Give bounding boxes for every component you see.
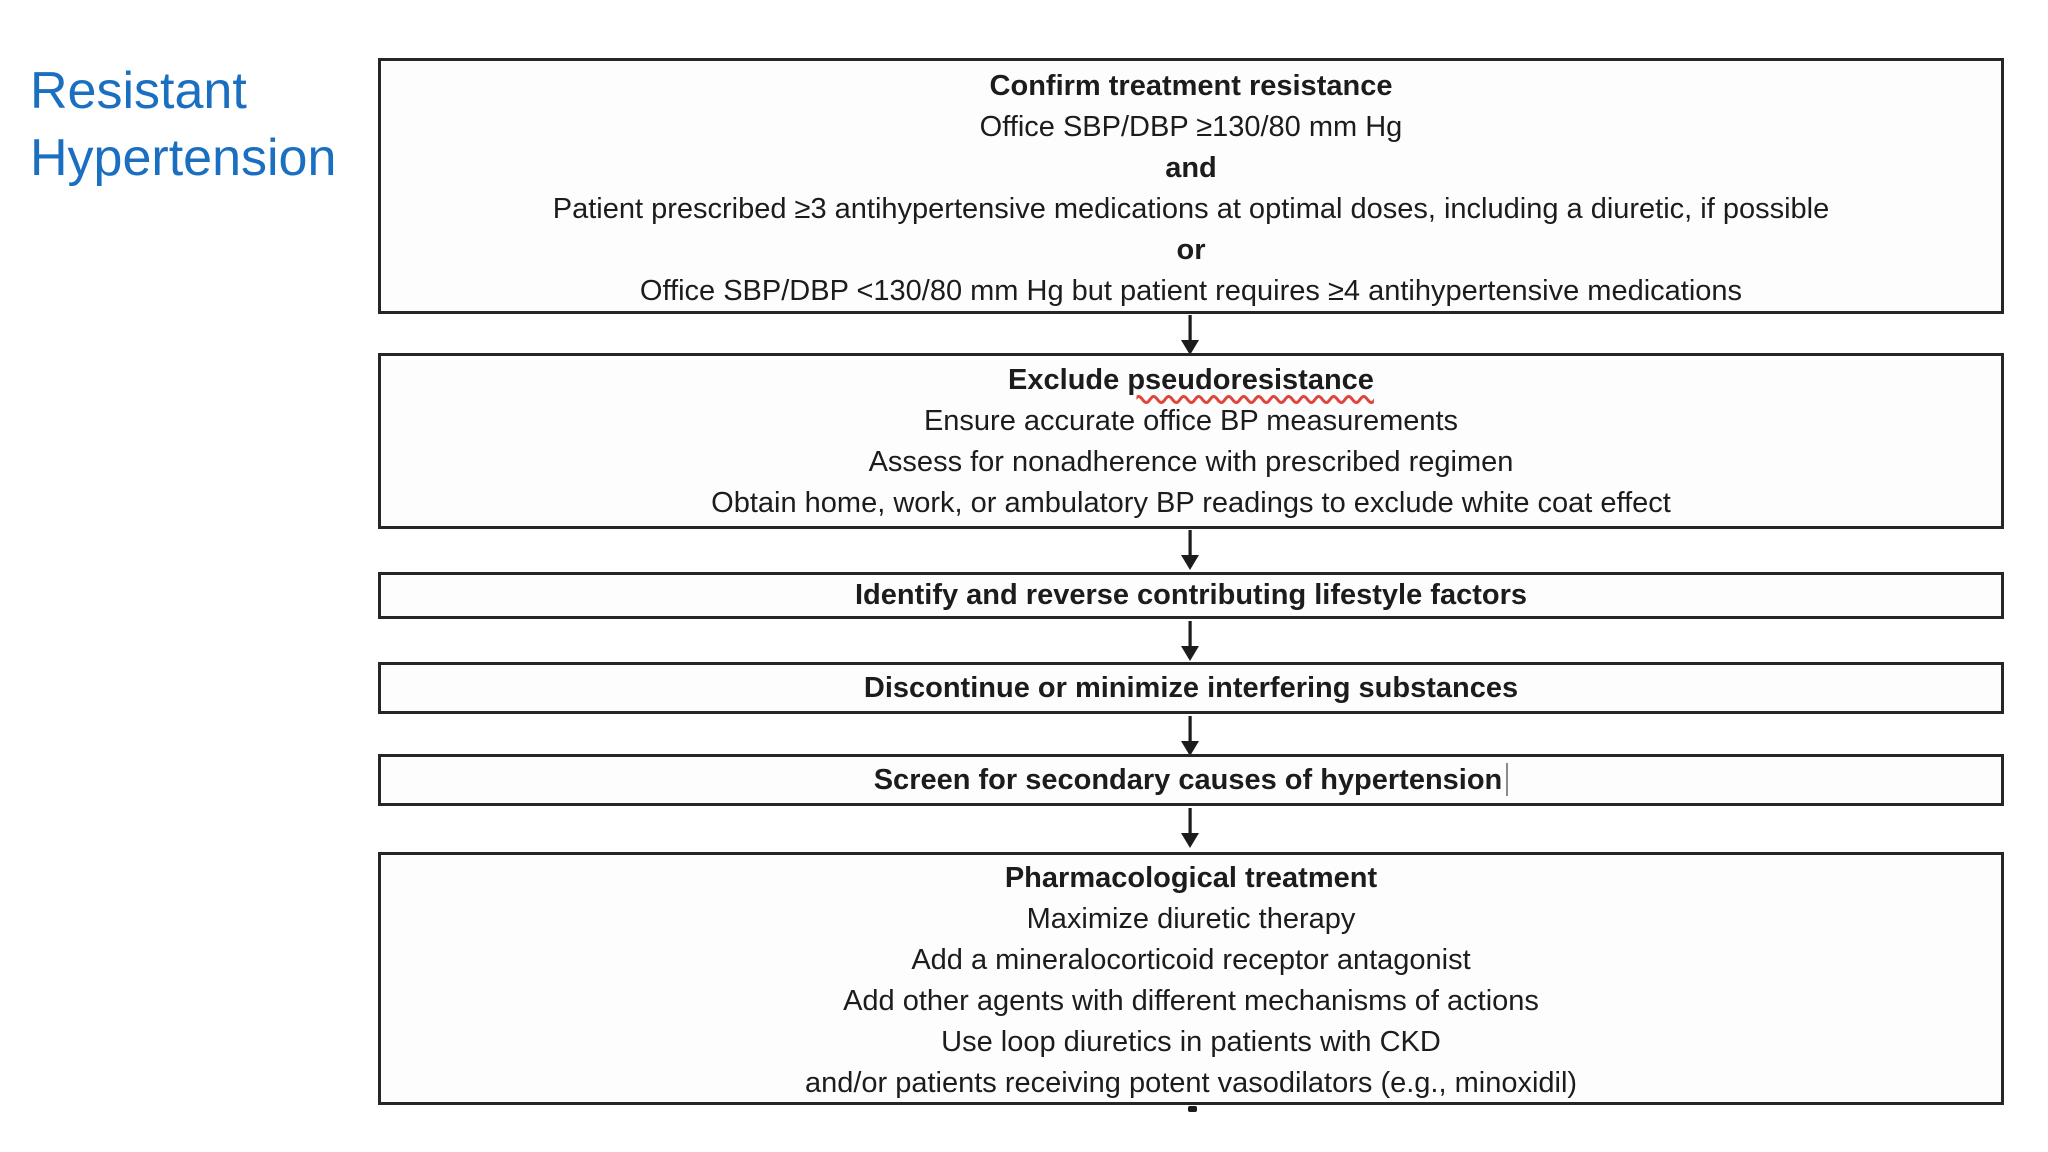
box-heading: Discontinue or minimize interfering subs… bbox=[863, 671, 1519, 704]
heading-word: Exclude bbox=[1008, 364, 1120, 396]
box-text-line: Patient prescribed ≥3 antihypertensive m… bbox=[552, 193, 1830, 225]
box-text-line: Maximize diuretic therapy bbox=[1026, 903, 1356, 935]
flow-box-pharmacological-treatment: Pharmacological treatment Maximize diure… bbox=[378, 852, 2004, 1105]
flow-box-confirm-treatment-resistance: Confirm treatment resistance Office SBP/… bbox=[378, 58, 2004, 314]
heading-text: Screen for secondary causes of hypertens… bbox=[873, 763, 1503, 796]
box-text-line: and/or patients receiving potent vasodil… bbox=[804, 1067, 1578, 1099]
box-heading: Exclude pseudoresistance bbox=[381, 360, 2001, 401]
box-heading: Identify and reverse contributing lifest… bbox=[855, 579, 1527, 611]
down-arrow-icon bbox=[1177, 621, 1203, 661]
slide-title: Resistant Hypertension bbox=[30, 58, 336, 192]
flow-box-lifestyle-factors: Identify and reverse contributing lifest… bbox=[378, 572, 2004, 619]
box-text-line: Office SBP/DBP <130/80 mm Hg but patient… bbox=[639, 275, 1743, 307]
box-text-line: Assess for nonadherence with prescribed … bbox=[868, 446, 1514, 478]
box-heading: Screen for secondary causes of hypertens… bbox=[874, 760, 1509, 801]
down-arrow-icon bbox=[1177, 808, 1203, 848]
box-text-line: Office SBP/DBP ≥130/80 mm Hg bbox=[979, 111, 1403, 143]
slide-title-line2: Hypertension bbox=[30, 129, 337, 187]
flow-box-exclude-pseudoresistance: Exclude pseudoresistance Ensure accurate… bbox=[378, 353, 2004, 529]
flow-box-interfering-substances: Discontinue or minimize interfering subs… bbox=[378, 662, 2004, 714]
conjunction-and: and bbox=[1165, 152, 1217, 184]
down-arrow-icon bbox=[1177, 530, 1203, 570]
arrow-stub-dot bbox=[1188, 1106, 1197, 1112]
slide-title-line1: Resistant bbox=[30, 62, 247, 120]
text-caret bbox=[1506, 762, 1509, 796]
box-heading: Confirm treatment resistance bbox=[989, 70, 1393, 102]
misspelled-word: pseudoresistance bbox=[1127, 364, 1374, 396]
box-text-line: Add other agents with different mechanis… bbox=[843, 985, 1539, 1017]
down-arrow-icon bbox=[1177, 315, 1203, 355]
box-heading: Pharmacological treatment bbox=[1004, 862, 1378, 894]
box-text-line: Obtain home, work, or ambulatory BP read… bbox=[711, 487, 1671, 519]
box-text-line: Ensure accurate office BP measurements bbox=[923, 405, 1459, 437]
box-text-line: Use loop diuretics in patients with CKD bbox=[941, 1026, 1441, 1058]
box-text-line: Add a mineralocorticoid receptor antagon… bbox=[911, 944, 1471, 976]
down-arrow-icon bbox=[1177, 716, 1203, 756]
conjunction-or: or bbox=[1176, 234, 1206, 266]
flow-box-screen-secondary-causes[interactable]: Screen for secondary causes of hypertens… bbox=[378, 754, 2004, 806]
